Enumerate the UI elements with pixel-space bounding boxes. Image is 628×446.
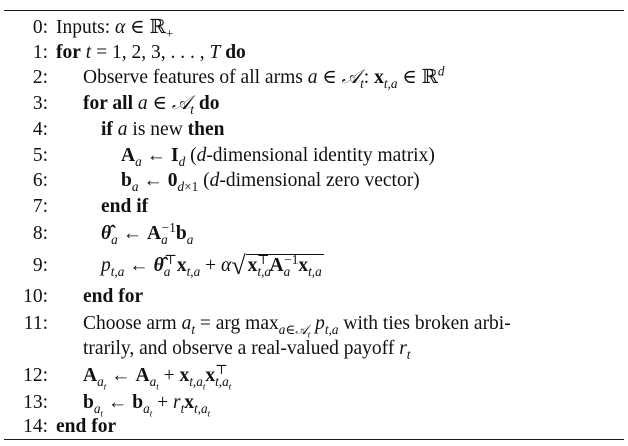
line-content: end for [56,416,117,437]
line-number: 13: [23,392,48,413]
line-content: θ̂a ← Aa−1ba [101,219,194,247]
line-number: 4: [32,119,48,140]
line-number: 1: [32,42,48,63]
line-content: for all a ∈ 𝒜t do [83,93,220,117]
line-content: for t = 1, 2, 3, . . . , T do [56,42,246,63]
line-content: Aat ← Aat + xt,atxt,at⊤ [83,361,232,392]
line-content: bat ← bat + rtxt,at [83,392,211,419]
line-number: 2: [32,67,48,88]
line-number: 10: [23,286,48,307]
line-content: ba ← 0d×1 (d-dimensional zero vector) [121,170,420,194]
line-content: end if [101,196,149,217]
line-content: end for [83,286,144,307]
line-content: if a is new then [101,119,225,140]
bottom-rule [4,439,624,440]
line-number: 7: [32,196,48,217]
line-number: 0: [32,17,48,38]
line-content: Observe features of all arms a ∈ 𝒜t: xt,… [83,63,445,91]
line-content: trarily, and observe a real-valued payof… [83,338,411,362]
line-content: Choose arm at = arg maxa∈𝒜t pt,a with ti… [83,313,511,340]
line-number: 14: [23,416,48,437]
line-number: 6: [32,170,48,191]
line-number: 8: [32,223,48,244]
algorithm-box: 0: Inputs: α ∈ ℝ+ 1: for t = 1, 2, 3, . … [4,2,624,440]
line-number: 9: [32,255,48,276]
line-content: Inputs: α ∈ ℝ+ [56,17,174,41]
top-rule [4,10,624,11]
line-content: Aa ← Id (d-dimensional identity matrix) [121,145,435,169]
line-number: 12: [23,365,48,386]
line-number: 11: [23,313,48,334]
line-number: 3: [32,93,48,114]
line-content: pt,a ← θ̂a⊤xt,a + α√xt,a⊤Aa−1xt,a [101,251,324,280]
line-number: 5: [32,145,48,166]
